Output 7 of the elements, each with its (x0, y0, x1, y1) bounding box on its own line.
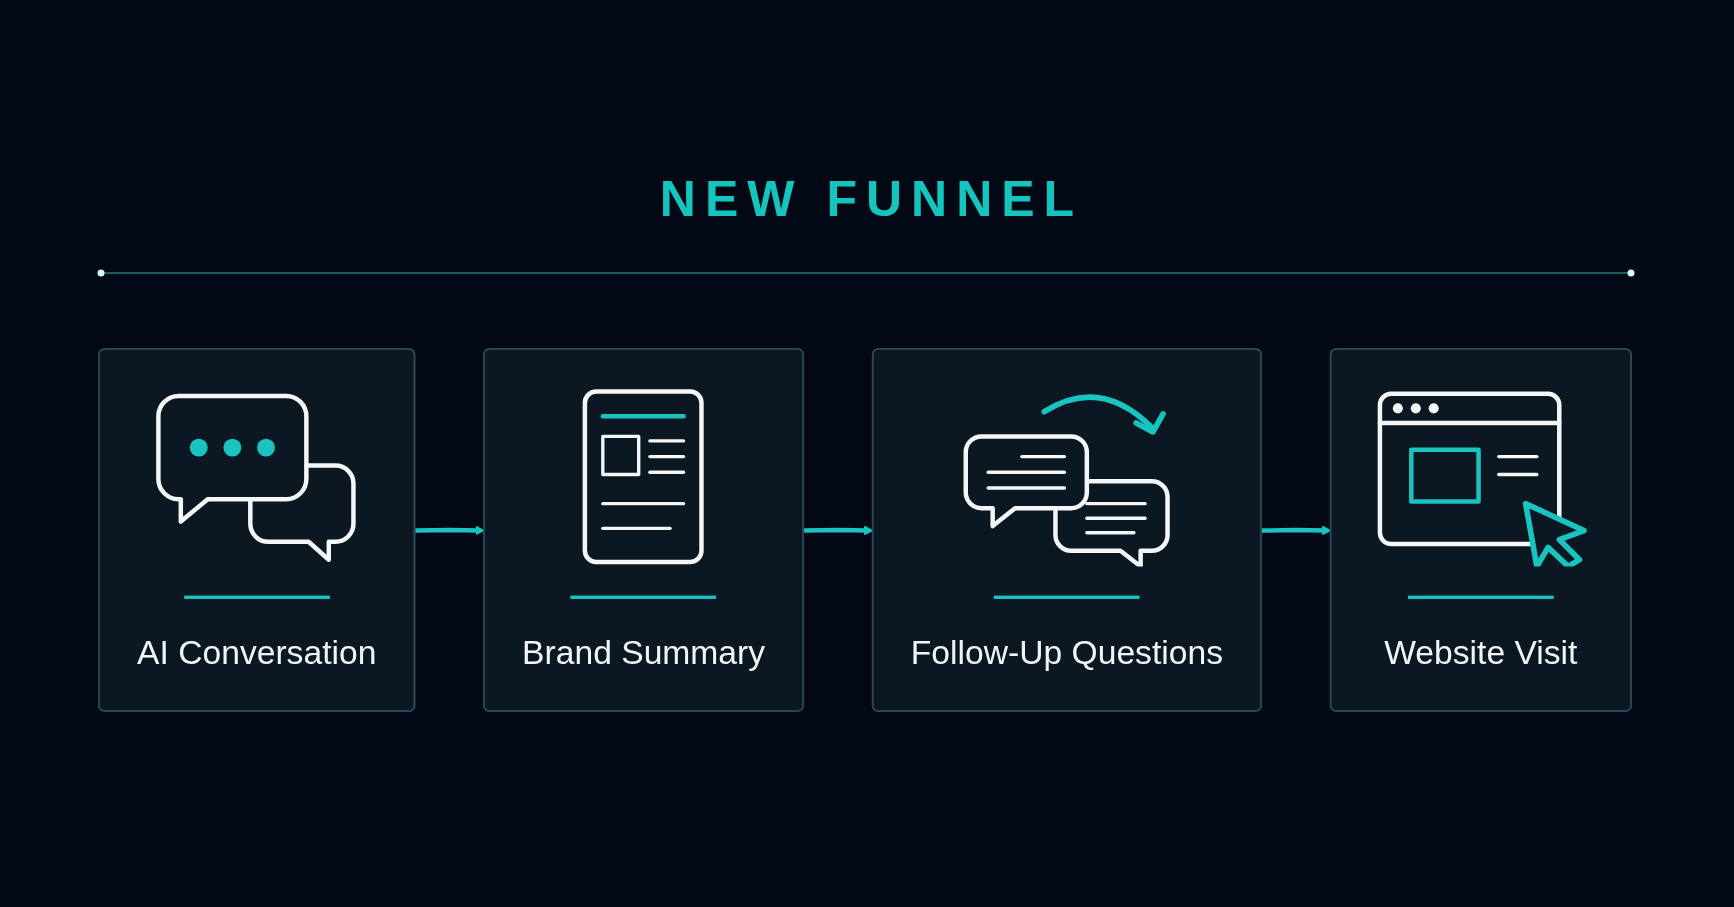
step-card (1329, 348, 1632, 712)
step-card (483, 348, 805, 712)
step-label: Website Visit (1383, 632, 1579, 673)
step-label: Follow-Up Questions (910, 632, 1223, 673)
diagram-title: NEW FUNNEL (658, 172, 1084, 227)
step-label: Brand Summary (522, 632, 766, 673)
step-label: AI Conversation (137, 632, 377, 673)
